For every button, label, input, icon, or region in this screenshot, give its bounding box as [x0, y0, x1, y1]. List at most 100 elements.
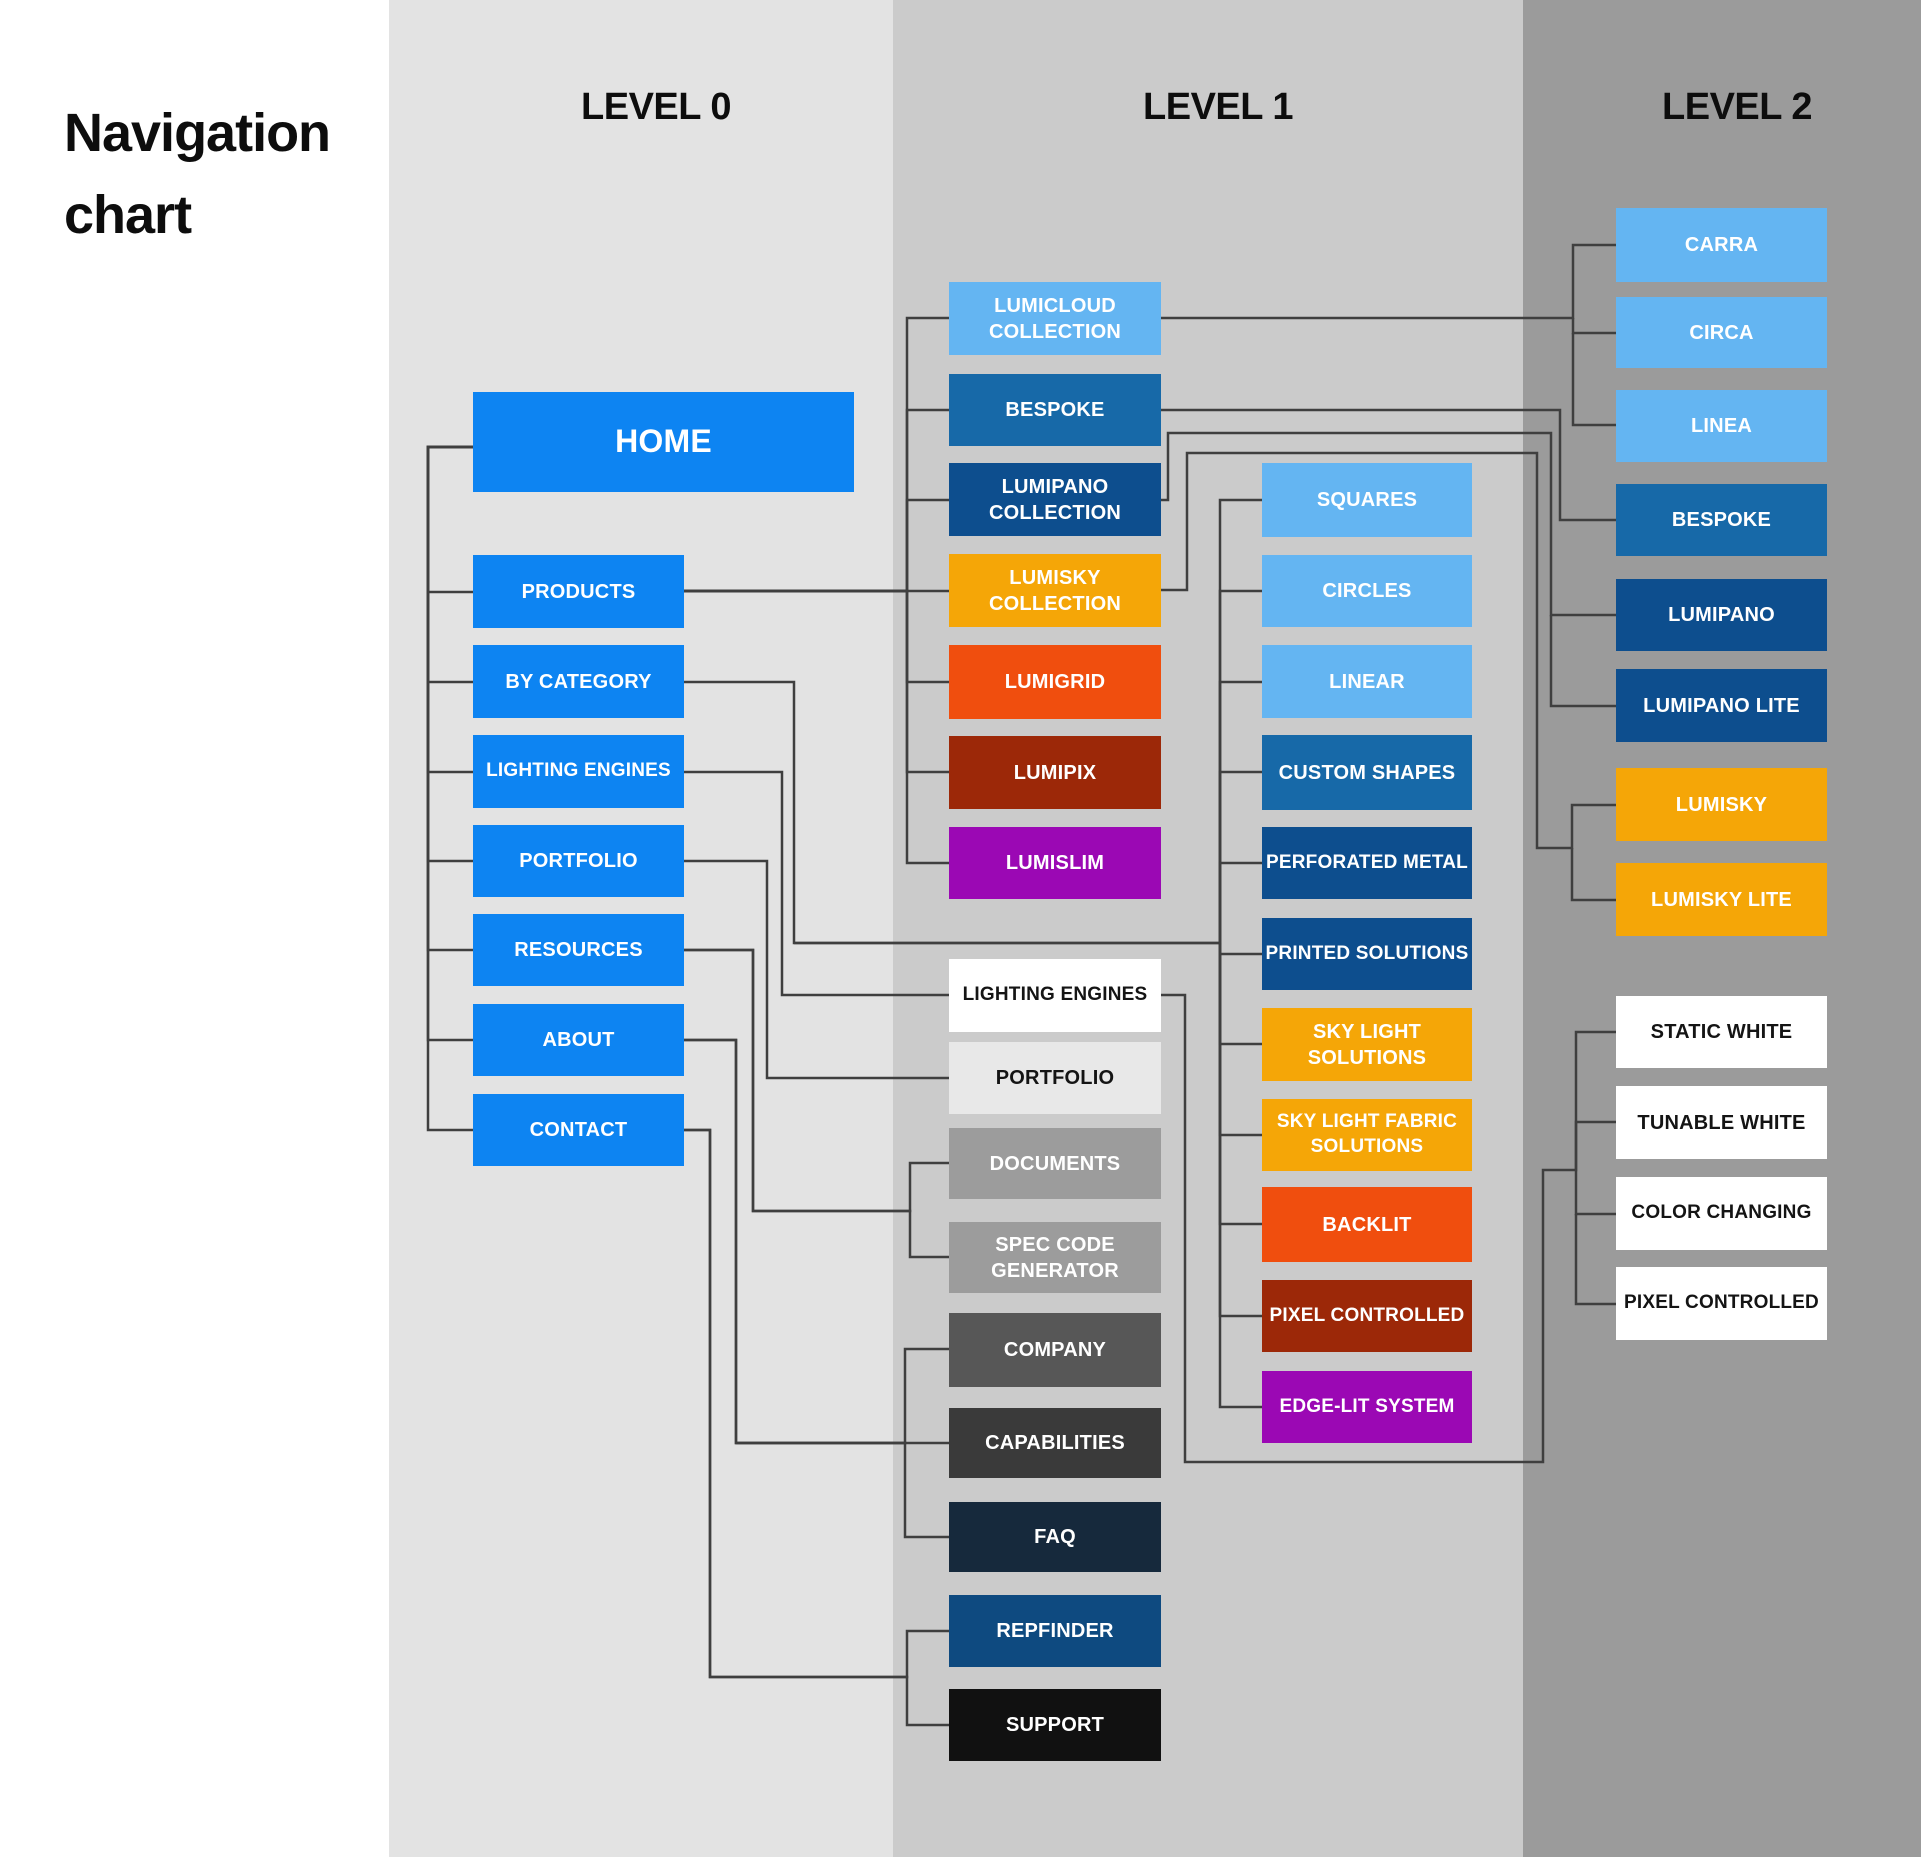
node-label-sky-light-solutions: SKY LIGHT SOLUTIONS — [1307, 1020, 1427, 1069]
node-label-lumigrid: LUMIGRID — [1004, 671, 1106, 693]
node-about: ABOUT — [473, 1004, 684, 1076]
node-label-documents: DOCUMENTS — [989, 1152, 1121, 1175]
node-resources: RESOURCES — [473, 914, 684, 986]
node-bespoke-1: BESPOKE — [949, 374, 1161, 446]
node-label-pixel-controlled-1: PIXEL CONTROLLED — [1269, 1304, 1465, 1326]
node-lumipano-collection: LUMIPANO COLLECTION — [949, 463, 1161, 536]
node-label-portfolio-1: PORTFOLIO — [995, 1067, 1115, 1089]
node-label-lumipix: LUMIPIX — [1013, 761, 1097, 784]
node-label-pixel-controlled-2: PIXEL CONTROLLED — [1624, 1292, 1819, 1314]
node-lumigrid: LUMIGRID — [949, 645, 1161, 719]
node-label-by-category: BY CATEGORY — [505, 670, 652, 693]
node-label-color-changing: COLOR CHANGING — [1631, 1202, 1812, 1224]
node-label-carra: CARRA — [1684, 234, 1759, 256]
node-pixel-controlled-2: PIXEL CONTROLLED — [1616, 1267, 1827, 1340]
node-backlit: BACKLIT — [1262, 1187, 1472, 1262]
edge-lumipano-collection-to-lumipano — [1161, 431, 1616, 617]
node-label-circles: CIRCLES — [1322, 580, 1412, 602]
node-label-repfinder: REPFINDER — [996, 1620, 1114, 1642]
edge-resources-to-spec-code-generator — [684, 948, 949, 1259]
node-lumisky-lite: LUMISKY LITE — [1616, 863, 1827, 936]
node-circles: CIRCLES — [1262, 555, 1472, 627]
node-label-lumicloud-collection: LUMICLOUD COLLECTION — [989, 294, 1121, 343]
edge-lighting-engines-1-to-static-white — [1161, 993, 1616, 1464]
node-spec-code-generator: SPEC CODE GENERATOR — [949, 1222, 1161, 1293]
node-color-changing: COLOR CHANGING — [1616, 1177, 1827, 1250]
node-perforated-metal: PERFORATED METAL — [1262, 827, 1472, 899]
node-lumicloud-collection: LUMICLOUD COLLECTION — [949, 282, 1161, 355]
edge-portfolio-0-to-portfolio-1 — [684, 859, 949, 1080]
edge-by-category-to-perforated-metal — [1218, 861, 1262, 943]
node-label-resources: RESOURCES — [514, 939, 643, 961]
node-lighting-engines-1: LIGHTING ENGINES — [949, 959, 1161, 1032]
node-label-bespoke-2: BESPOKE — [1671, 509, 1772, 531]
edge-products-to-lumislim — [684, 589, 949, 865]
node-company: COMPANY — [949, 1313, 1161, 1387]
node-label-edge-lit-system: EDGE-LIT SYSTEM — [1279, 1395, 1455, 1417]
edge-products-to-lumigrid — [684, 589, 949, 684]
node-lighting-engines-0: LIGHTING ENGINES — [473, 735, 684, 808]
node-faq: FAQ — [949, 1502, 1161, 1572]
node-label-sky-light-fabric-solutions: SKY LIGHT FABRIC SOLUTIONS — [1276, 1111, 1458, 1157]
edge-by-category-to-sky-light-fabric-solutions — [1218, 943, 1262, 1137]
level0-header: LEVEL 0 — [581, 86, 731, 128]
node-label-products: PRODUCTS — [521, 580, 636, 603]
edge-lumisky-collection-to-lumisky — [1161, 451, 1616, 850]
node-carra: CARRA — [1616, 208, 1827, 282]
node-by-category: BY CATEGORY — [473, 645, 684, 718]
node-linear: LINEAR — [1262, 645, 1472, 718]
node-label-lumisky-lite: LUMISKY LITE — [1651, 888, 1792, 911]
node-lumipix: LUMIPIX — [949, 736, 1161, 809]
node-portfolio-0: PORTFOLIO — [473, 825, 684, 897]
node-squares: SQUARES — [1262, 463, 1472, 537]
node-label-lumisky-collection: LUMISKY COLLECTION — [989, 566, 1121, 615]
node-label-lumipano-collection: LUMIPANO COLLECTION — [989, 475, 1121, 524]
node-label-perforated-metal: PERFORATED METAL — [1266, 851, 1468, 873]
node-sky-light-solutions: SKY LIGHT SOLUTIONS — [1262, 1008, 1472, 1081]
node-linea: LINEA — [1616, 390, 1827, 462]
node-circa: CIRCA — [1616, 297, 1827, 368]
node-custom-shapes: CUSTOM SHAPES — [1262, 735, 1472, 810]
page-title: Navigation chart — [64, 103, 331, 245]
edge-products-to-lumipano-collection — [684, 498, 949, 593]
node-label-capabilities: CAPABILITIES — [985, 1432, 1125, 1454]
node-documents: DOCUMENTS — [949, 1128, 1161, 1199]
node-label-linear: LINEAR — [1329, 670, 1405, 693]
node-label-lighting-engines-0: LIGHTING ENGINES — [486, 760, 671, 782]
edge-lumicloud-collection-to-carra — [1161, 243, 1616, 320]
edge-lighting-engines-1-to-tunable-white — [1574, 1120, 1616, 1170]
node-label-linea: LINEA — [1691, 415, 1752, 437]
edge-resources-to-documents — [684, 948, 949, 1213]
node-portfolio-1: PORTFOLIO — [949, 1042, 1161, 1114]
level1-header: LEVEL 1 — [1143, 86, 1293, 128]
edge-lumisky-collection-to-lumisky-lite — [1570, 848, 1616, 902]
node-label-squares: SQUARES — [1316, 489, 1418, 511]
node-label-lumislim: LUMISLIM — [1005, 852, 1105, 874]
node-lumipano-lite: LUMIPANO LITE — [1616, 669, 1827, 742]
edge-by-category-to-sky-light-solutions — [1218, 943, 1262, 1046]
node-bespoke-2: BESPOKE — [1616, 484, 1827, 556]
node-printed-solutions: PRINTED SOLUTIONS — [1262, 918, 1472, 990]
edge-home-to-by-category — [426, 445, 473, 684]
node-label-bespoke-1: BESPOKE — [1005, 399, 1105, 421]
edge-home-to-portfolio-0 — [426, 445, 473, 863]
node-label-backlit: BACKLIT — [1322, 1213, 1412, 1236]
node-label-company: COMPANY — [1003, 1339, 1107, 1361]
node-support: SUPPORT — [949, 1689, 1161, 1761]
edge-home-to-contact — [426, 445, 473, 1132]
node-label-lumipano-lite: LUMIPANO LITE — [1643, 694, 1800, 717]
node-label-printed-solutions: PRINTED SOLUTIONS — [1265, 942, 1469, 964]
node-capabilities: CAPABILITIES — [949, 1408, 1161, 1478]
node-label-home: HOME — [615, 423, 712, 460]
node-label-portfolio-0: PORTFOLIO — [519, 850, 638, 872]
node-contact: CONTACT — [473, 1094, 684, 1166]
node-lumisky: LUMISKY — [1616, 768, 1827, 841]
edge-lumicloud-collection-to-linea — [1571, 333, 1616, 427]
node-label-tunable-white: TUNABLE WHITE — [1637, 1111, 1806, 1134]
node-edge-lit-system: EDGE-LIT SYSTEM — [1262, 1371, 1472, 1443]
edge-by-category-to-printed-solutions — [1218, 943, 1262, 956]
node-label-static-white: STATIC WHITE — [1650, 1021, 1793, 1043]
node-label-support: SUPPORT — [1005, 1714, 1105, 1736]
